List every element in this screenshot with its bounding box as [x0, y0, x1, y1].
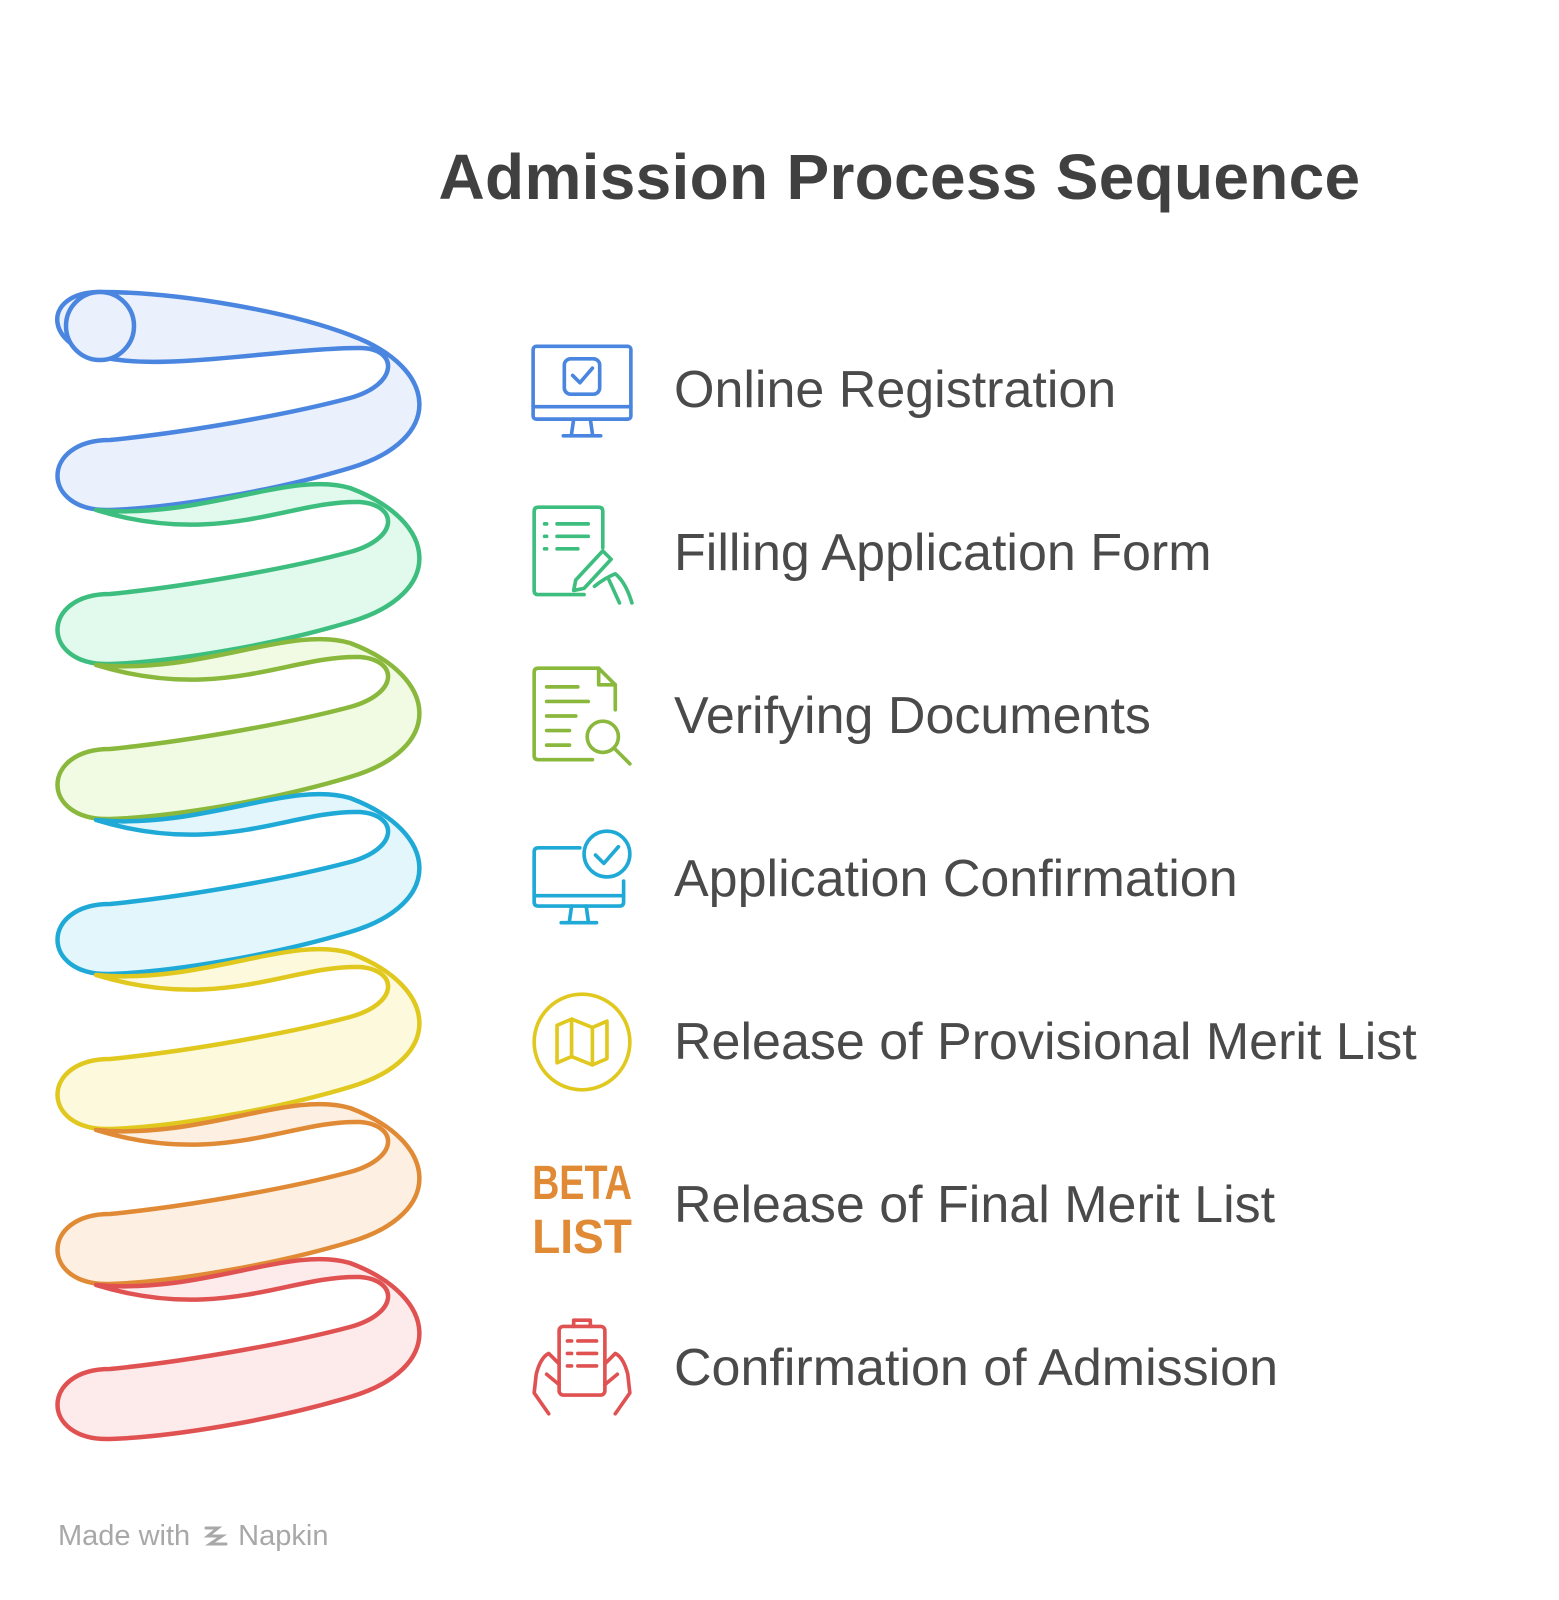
footer-attribution: Made with Napkin: [58, 1520, 328, 1553]
coil-spring: [55, 289, 422, 1442]
monitor-check-icon: [532, 829, 632, 925]
coil-segment-1: [55, 289, 422, 513]
form-writing-icon: [532, 505, 634, 605]
map-icon: [532, 992, 632, 1092]
coil-segment-5: [55, 946, 422, 1132]
step-label: Confirmation of Admission: [674, 1339, 1279, 1397]
step-verifying-documents: Verifying Documents: [530, 661, 1151, 771]
coil-end-cap: [63, 289, 137, 363]
step-final-merit-list: BETA LIST Release of Final Merit List: [530, 1150, 1275, 1260]
beta-text: BETA: [532, 1157, 632, 1210]
napkin-logo-icon: [203, 1526, 228, 1545]
step-provisional-merit-list: Release of Provisional Merit List: [530, 987, 1417, 1097]
step-confirmation-of-admission: Confirmation of Admission: [530, 1313, 1278, 1423]
step-label: Release of Final Merit List: [674, 1176, 1276, 1234]
coil-segment-7: [55, 1256, 422, 1442]
step-label: Online Registration: [674, 361, 1117, 419]
document-search-icon: [532, 666, 632, 766]
step-online-registration: Online Registration: [530, 335, 1116, 445]
napkin-brand-text: Napkin: [238, 1520, 329, 1552]
diagram-title: Admission Process Sequence: [438, 141, 1361, 213]
step-application-confirmation: Application Confirmation: [530, 824, 1238, 934]
coil-segment-2: [55, 481, 422, 667]
beta-list-icon: BETA LIST: [532, 1157, 632, 1257]
step-label: Filling Application Form: [674, 524, 1212, 582]
coil-segment-4: [55, 791, 422, 977]
computer-check-icon: [531, 344, 633, 438]
step-filling-application-form: Filling Application Form: [530, 498, 1212, 608]
step-label: Application Confirmation: [674, 850, 1238, 908]
coil-segment-6: [55, 1101, 422, 1287]
coil-segment-3: [55, 636, 422, 822]
step-label: Release of Provisional Merit List: [674, 1013, 1417, 1071]
list-text: LIST: [532, 1211, 632, 1257]
step-label: Verifying Documents: [674, 687, 1151, 745]
made-with-text: Made with: [58, 1520, 191, 1552]
clipboard-hands-icon: [532, 1318, 632, 1416]
